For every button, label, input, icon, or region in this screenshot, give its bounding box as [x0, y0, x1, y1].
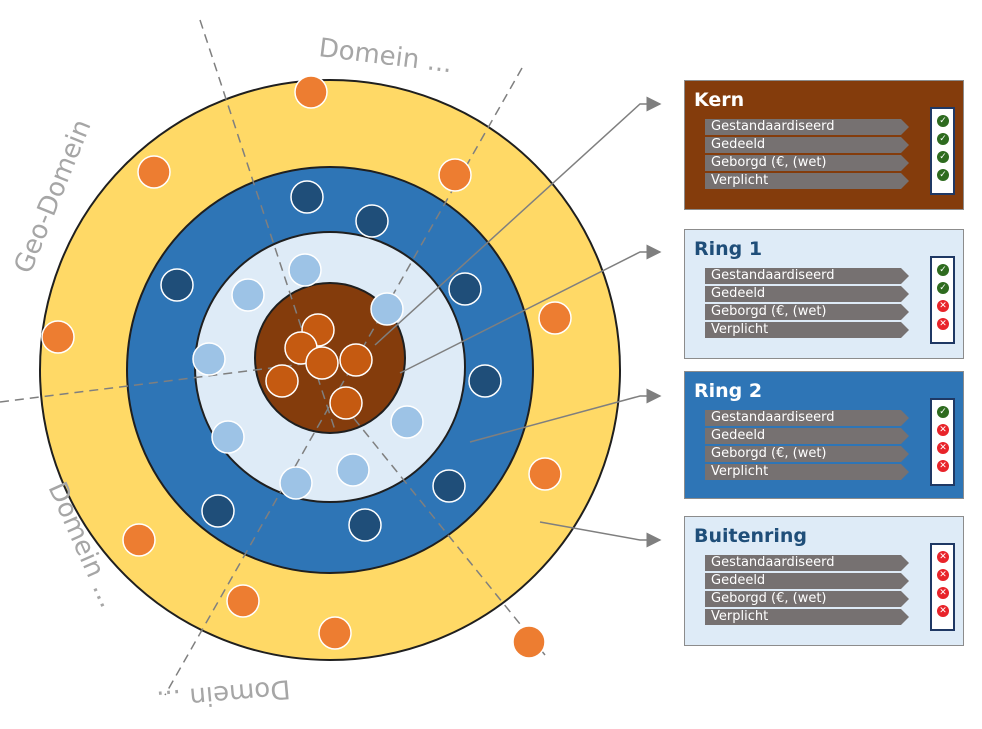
domain-dots: [41, 75, 572, 659]
ring1-dot: [192, 342, 226, 376]
domain-bottom-label: Domein ...: [155, 673, 291, 715]
panel-row-label: Geborgd (€, (wet): [705, 304, 909, 320]
ring2-dot: [348, 508, 382, 542]
check-icon: ✓: [937, 115, 949, 127]
panel-title: Ring 2: [694, 380, 763, 402]
ring1-dot: [211, 420, 245, 454]
check-icon: ✓: [937, 264, 949, 276]
panel-row-label: Verplicht: [705, 322, 909, 338]
panel-row-label: Gestandaardiseerd: [705, 119, 909, 135]
core-dot: [339, 343, 373, 377]
panel-row-label: Gedeeld: [705, 286, 909, 302]
ring2-dot: [290, 180, 324, 214]
ring1-dot: [336, 453, 370, 487]
domain-top-label: Domein ...: [317, 33, 454, 79]
ring1-dot: [390, 405, 424, 439]
cross-icon: ✕: [937, 605, 949, 617]
ring1-dot: [231, 278, 265, 312]
cross-icon: ✕: [937, 442, 949, 454]
ring1-dot: [279, 466, 313, 500]
outer-dot: [528, 457, 562, 491]
status-box: ✓ ✓ ✓ ✓: [930, 107, 955, 195]
panel-row-label: Gestandaardiseerd: [705, 555, 909, 571]
check-icon: ✓: [937, 282, 949, 294]
ring2-dot: [448, 272, 482, 306]
cross-icon: ✕: [937, 569, 949, 581]
panel-title: Ring 1: [694, 238, 763, 260]
outer-dot: [538, 301, 572, 335]
cross-icon: ✕: [937, 318, 949, 330]
panel-row-label: Verplicht: [705, 464, 909, 480]
status-box: ✓ ✓ ✕ ✕: [930, 256, 955, 344]
panel-row-label: Verplicht: [705, 609, 909, 625]
ring1-dot: [370, 292, 404, 326]
core-dot: [305, 346, 339, 380]
check-icon: ✓: [937, 133, 949, 145]
outer-dot: [41, 320, 75, 354]
ring2-dot: [468, 364, 502, 398]
panel-row-label: Gedeeld: [705, 573, 909, 589]
panel-connectors: [374, 96, 662, 548]
status-box: ✕ ✕ ✕ ✕: [930, 543, 955, 631]
panel-row-label: Verplicht: [705, 173, 909, 189]
check-icon: ✓: [937, 151, 949, 163]
check-icon: ✓: [937, 169, 949, 181]
panel-row-label: Geborgd (€, (wet): [705, 591, 909, 607]
ring2-dot: [432, 469, 466, 503]
core-dot: [265, 364, 299, 398]
cross-icon: ✕: [937, 460, 949, 472]
ring1-dot: [288, 253, 322, 287]
core-dot: [329, 386, 363, 420]
panel-row-label: Gestandaardiseerd: [705, 268, 909, 284]
panel-row-label: Gedeeld: [705, 428, 909, 444]
cross-icon: ✕: [937, 587, 949, 599]
outer-dot: [438, 158, 472, 192]
ring2-dot: [201, 494, 235, 528]
ring2-dot: [160, 268, 194, 302]
cross-icon: ✕: [937, 300, 949, 312]
panel-title: Buitenring: [694, 525, 808, 547]
ring2-dot: [355, 204, 389, 238]
outer-dot: [512, 625, 546, 659]
panel-row-label: Gedeeld: [705, 137, 909, 153]
outer-dot: [137, 155, 171, 189]
panel-title: Kern: [694, 89, 745, 111]
cross-icon: ✕: [937, 551, 949, 563]
panel-row-label: Gestandaardiseerd: [705, 410, 909, 426]
cross-icon: ✕: [937, 424, 949, 436]
panel-row-label: Geborgd (€, (wet): [705, 446, 909, 462]
outer-dot: [226, 584, 260, 618]
check-icon: ✓: [937, 406, 949, 418]
outer-dot: [318, 616, 352, 650]
outer-dot: [294, 75, 328, 109]
panel-row-label: Geborgd (€, (wet): [705, 155, 909, 171]
status-box: ✓ ✕ ✕ ✕: [930, 398, 955, 486]
outer-dot: [122, 523, 156, 557]
